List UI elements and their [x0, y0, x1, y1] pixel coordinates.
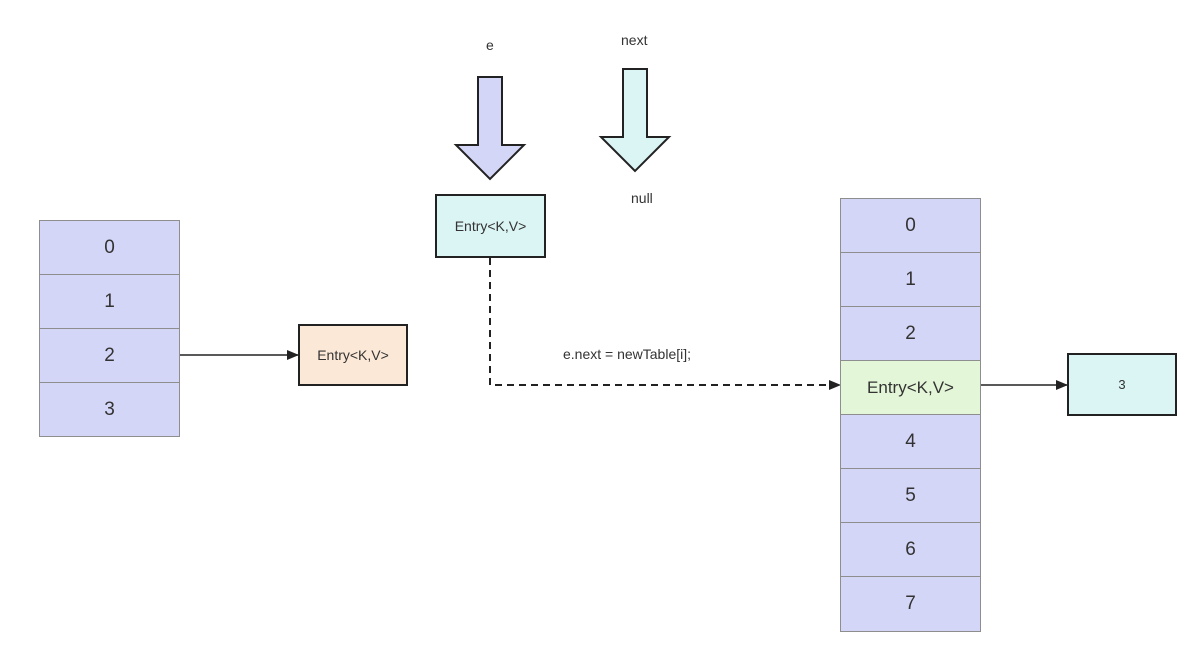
- new-table-cell-2: 2: [840, 306, 981, 361]
- e-pointer-label: e: [486, 37, 494, 53]
- old-table-cell-0: 0: [39, 220, 180, 275]
- old-table-cell-1: 1: [39, 274, 180, 329]
- new-table-cell-5: 5: [840, 468, 981, 523]
- new-table-cell-6: 6: [840, 522, 981, 577]
- new-table-cell-entry: Entry<K,V>: [840, 360, 981, 415]
- old-table-cell-3: 3: [39, 382, 180, 437]
- new-table-cell-1: 1: [840, 252, 981, 307]
- moving-entry-box: Entry<K,V>: [435, 194, 546, 258]
- old-table-cell-2: 2: [39, 328, 180, 383]
- move-dashed-arrow: [489, 258, 841, 390]
- old-entry-box: Entry<K,V>: [298, 324, 408, 386]
- next-pointer-label: next: [621, 32, 648, 48]
- new-table-cell-0: 0: [840, 198, 981, 253]
- null-label: null: [631, 190, 653, 206]
- new-table-cell-4: 4: [840, 414, 981, 469]
- e-pointer-arrow-icon: [453, 76, 527, 181]
- new-table-cell-7: 7: [840, 576, 981, 632]
- next-pointer-arrow-icon: [598, 68, 672, 173]
- operation-label: e.next = newTable[i];: [563, 346, 692, 362]
- chained-entry-box: 3: [1067, 353, 1177, 416]
